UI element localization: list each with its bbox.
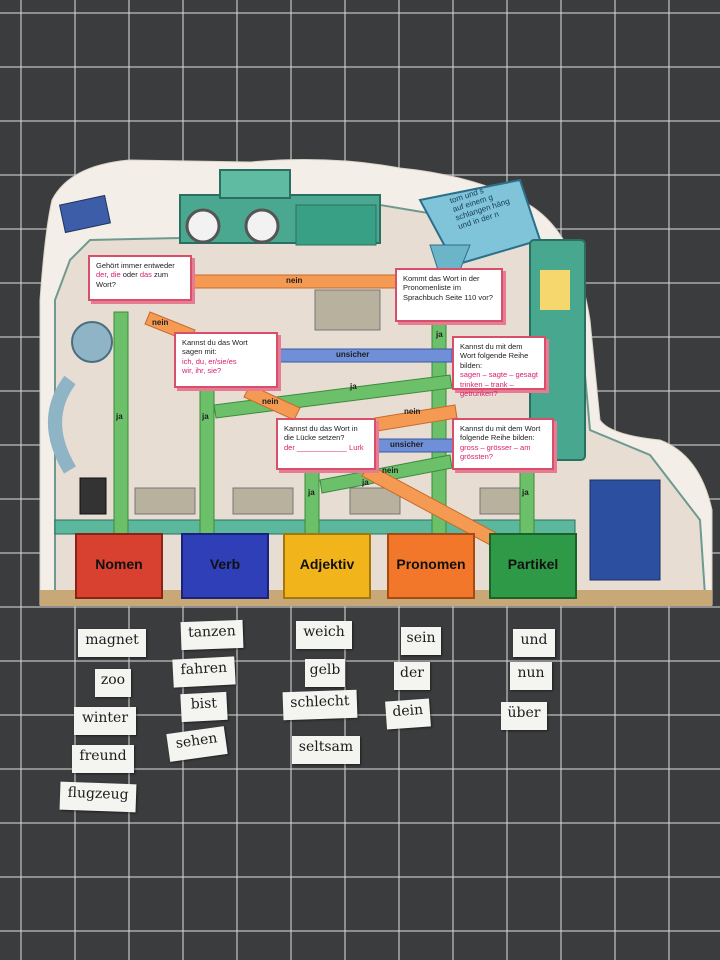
gauge-right-icon	[244, 208, 280, 244]
question-text: trinken – trank – getrunken?	[460, 379, 514, 398]
traffic-light-icon	[79, 477, 107, 515]
word-card-bist[interactable]: bist	[180, 691, 228, 723]
pipe-label-ja-diagonal-2: ja	[362, 478, 369, 487]
question-text: wir, ihr, sie?	[182, 366, 222, 376]
solar-panel-icon	[58, 194, 112, 234]
pipe-ja-verb	[199, 385, 215, 539]
bin-label-pronomen: Pronomen	[396, 556, 466, 572]
right-tower-screen	[540, 270, 570, 310]
vent-grille-lower-2	[232, 487, 294, 515]
machine-panel	[295, 204, 377, 246]
question-text: der ____________ Lurk	[284, 442, 364, 452]
word-card-seltsam[interactable]: seltsam	[292, 736, 360, 764]
pipe-label-unsicher-1: unsicher	[336, 350, 370, 359]
question-text: ,	[106, 270, 111, 280]
pipe-label-ja-nomen: ja	[116, 412, 123, 421]
question-text: Kannst du mit dem Wort folgende Reihe bi…	[460, 342, 529, 370]
vent-grille	[314, 289, 381, 331]
question-box-gap: Kannst du das Wort in die Lücke setzen?d…	[276, 418, 376, 470]
question-text: Kommt das Wort in der Pronomenliste im S…	[403, 274, 493, 302]
pipe-label-ja-verb: ja	[202, 412, 209, 421]
bin-adjektiv-box	[283, 533, 371, 599]
question-text: die	[110, 270, 121, 280]
bin-label-nomen: Nomen	[95, 556, 143, 572]
pipe-label-ja-partikel: ja	[522, 488, 529, 497]
word-card-und[interactable]: und	[513, 629, 555, 657]
bin-partikel-box	[489, 533, 577, 599]
word-card-der[interactable]: der	[394, 662, 430, 690]
pipe-ja-partikel	[519, 469, 535, 539]
pipe-ja-nomen	[113, 311, 129, 539]
question-text: sagen – sagte – gesagt	[460, 370, 538, 380]
question-text: Kannst du mit dem Wort folgende Reihe bi…	[460, 424, 541, 443]
word-card-ueber[interactable]: über	[501, 702, 547, 730]
gauge-left-icon	[185, 208, 221, 244]
vent-icon	[71, 321, 113, 363]
circuit-board-icon	[589, 479, 661, 581]
word-card-schlecht[interactable]: schlecht	[282, 689, 358, 721]
word-card-fahren[interactable]: fahren	[172, 656, 236, 688]
word-card-nun[interactable]: nun	[510, 662, 552, 690]
pipe-label-nein-3: nein	[404, 407, 421, 416]
bin-pronomen-box	[387, 533, 475, 599]
bin-label-verb: Verb	[209, 556, 241, 572]
pipe-ja-adjektiv	[304, 469, 320, 539]
pipe-label-ja-q2: ja	[436, 330, 443, 339]
hose-icon	[48, 375, 77, 474]
question-box-pronoun-forms: Kannst du das Wort sagen mit:ich, du, er…	[174, 332, 278, 388]
word-card-dein[interactable]: dein	[385, 698, 431, 730]
question-text: gross – grösser – am grössten?	[460, 442, 531, 462]
word-card-gelb[interactable]: gelb	[305, 659, 345, 687]
pipe-label-unsicher-2: unsicher	[390, 440, 424, 449]
word-card-flugzeug[interactable]: flugzeug	[59, 781, 137, 813]
word-card-magnet[interactable]: magnet	[78, 629, 146, 657]
pipe-label-nein-1: nein	[152, 318, 169, 327]
pipe-label-nein-2: nein	[262, 397, 279, 406]
question-box-verb-forms: Kannst du mit dem Wort folgende Reihe bi…	[452, 336, 546, 398]
word-card-sein[interactable]: sein	[401, 627, 441, 655]
word-card-freund[interactable]: freund	[72, 745, 134, 773]
question-text: zum Wort?	[96, 270, 169, 289]
question-text: Kannst du das Wort sagen mit:	[182, 338, 248, 357]
bin-label-adjektiv: Adjektiv	[299, 556, 355, 572]
bins-group	[75, 533, 577, 599]
pipe-label-ja-diagonal-1: ja	[350, 382, 357, 391]
question-text: Kannst du das Wort in die Lücke setzen?	[284, 424, 358, 443]
question-text: der	[96, 270, 107, 280]
bin-nomen-box	[75, 533, 163, 599]
question-box-article: Gehört immer entweder der, die oder das …	[88, 255, 192, 301]
question-box-comparison: Kannst du mit dem Wort folgende Reihe bi…	[452, 418, 554, 470]
vent-grille-lower-1	[134, 487, 196, 515]
pipe-label-ja-adjektiv: ja	[308, 488, 315, 497]
word-card-winter[interactable]: winter	[74, 707, 136, 735]
question-text: das	[139, 270, 152, 280]
bin-label-partikel: Partikel	[507, 556, 559, 572]
word-card-zoo[interactable]: zoo	[95, 669, 131, 697]
pipe-label-nein-top: nein	[286, 276, 303, 285]
question-text: oder	[120, 270, 140, 280]
question-text: ich, du, er/sie/es	[182, 356, 237, 366]
word-card-tanzen[interactable]: tanzen	[180, 619, 244, 651]
question-box-pronoun-list: Kommt das Wort in der Pronomenliste im S…	[395, 268, 503, 322]
bin-verb-box	[181, 533, 269, 599]
word-card-weich[interactable]: weich	[296, 621, 352, 649]
vent-grille-lower-4	[479, 487, 521, 515]
machine-chimney	[219, 169, 291, 199]
question-text: Gehört immer entweder	[96, 261, 175, 270]
pipe-label-nein-4: nein	[382, 466, 399, 475]
